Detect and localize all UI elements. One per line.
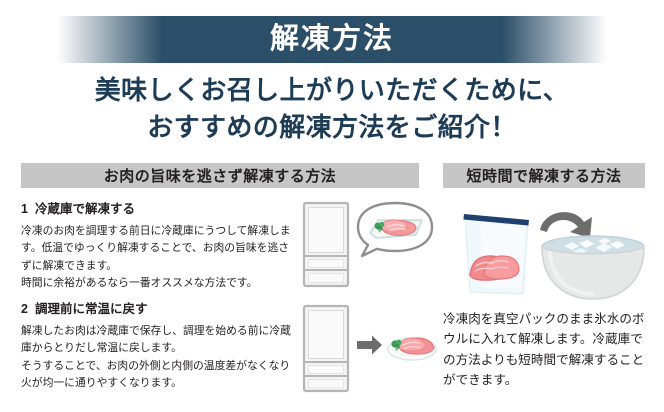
- right-column-paragraph-1: 冷凍肉を真空パックのまま氷水のボウルに入れて解凍します。冷蔵庫での方法よりも短時…: [443, 312, 645, 388]
- step-1-paragraph-1: 冷凍のお肉を調理する前日に冷蔵庫にうつして解凍します。低温でゆっくり解凍すること…: [21, 225, 291, 272]
- illustration-refrigerator-speech: [300, 200, 440, 292]
- refrigerator-icon: [302, 201, 350, 288]
- illustration-refrigerator-arrow-plate: [300, 303, 440, 399]
- step-2-number: 2: [21, 302, 28, 316]
- step-2-body: 解凍したお肉は冷蔵庫で保存し、調理を始める前に冷蔵庫からとりだし常温に戻します。…: [21, 323, 299, 393]
- step-2-title: 調理前に常温に戻す: [34, 302, 148, 316]
- broccoli-garnish-icon: [374, 221, 385, 233]
- step-2-heading: 2 調理前に常温に戻す: [21, 298, 299, 317]
- subtitle-line-1: 美味しくお召し上がりいただくために、: [94, 75, 570, 105]
- section-header-right-label: 短時間で解凍する方法: [466, 168, 622, 185]
- ice-water-bowl-icon: [541, 235, 645, 300]
- banner-title: 解凍方法: [269, 23, 394, 55]
- step-1-paragraph-2: 時間に余裕があるなら一番オススメな方法です。: [21, 277, 258, 290]
- step-2: 2 調理前に常温に戻す 解凍したお肉は冷蔵庫で保存し、調理を始める前に冷蔵庫からと…: [21, 298, 299, 393]
- ice-cubes-icon: [564, 238, 625, 255]
- step-2-paragraph-2: そうすることで、お肉の外側と内側の温度差がなくなり火が均一に通りやすくなります。: [21, 359, 291, 390]
- header-banner: 解凍方法: [57, 16, 607, 63]
- step-1-number: 1: [21, 202, 28, 216]
- section-header-left: お肉の旨味を逃さず解凍する方法: [21, 163, 419, 188]
- step-2-paragraph-1: 解凍したお肉は冷蔵庫で保存し、調理を始める前に冷蔵庫からとりだし常温に戻します。: [21, 325, 291, 355]
- step-1-body: 冷凍のお肉を調理する前日に冷蔵庫にうつして解凍します。低温でゆっくり解凍すること…: [21, 223, 299, 293]
- meat-plate-icon: [387, 337, 437, 361]
- step-1: 1 冷蔵庫で解凍する 冷凍のお肉を調理する前日に冷蔵庫にうつして解凍します。低温で…: [21, 198, 299, 293]
- section-header-left-label: お肉の旨味を逃さず解凍する方法: [103, 168, 337, 185]
- meat-tray-icon: [369, 219, 423, 239]
- illustration-bag-bowl: [440, 196, 655, 304]
- subtitle: 美味しくお召し上がりいただくために、 おすすめの解凍方法をご紹介！: [0, 72, 664, 146]
- broccoli-garnish-icon: [391, 339, 402, 351]
- right-column-body: 冷凍肉を真空パックのまま氷水のボウルに入れて解凍します。冷蔵庫での方法よりも短時…: [443, 309, 648, 391]
- refrigerator-icon: [302, 304, 350, 393]
- step-1-title: 冷蔵庫で解凍する: [34, 202, 135, 216]
- step-1-heading: 1 冷蔵庫で解凍する: [21, 198, 299, 217]
- vacuum-pack-bag-icon: [463, 214, 529, 295]
- arrow-right-icon: [357, 335, 382, 355]
- meat-in-bag-icon: [469, 255, 520, 281]
- curved-arrow-icon: [540, 212, 592, 238]
- subtitle-line-2: おすすめの解凍方法をご紹介！: [147, 111, 517, 142]
- section-header-right: 短時間で解凍する方法: [443, 163, 645, 188]
